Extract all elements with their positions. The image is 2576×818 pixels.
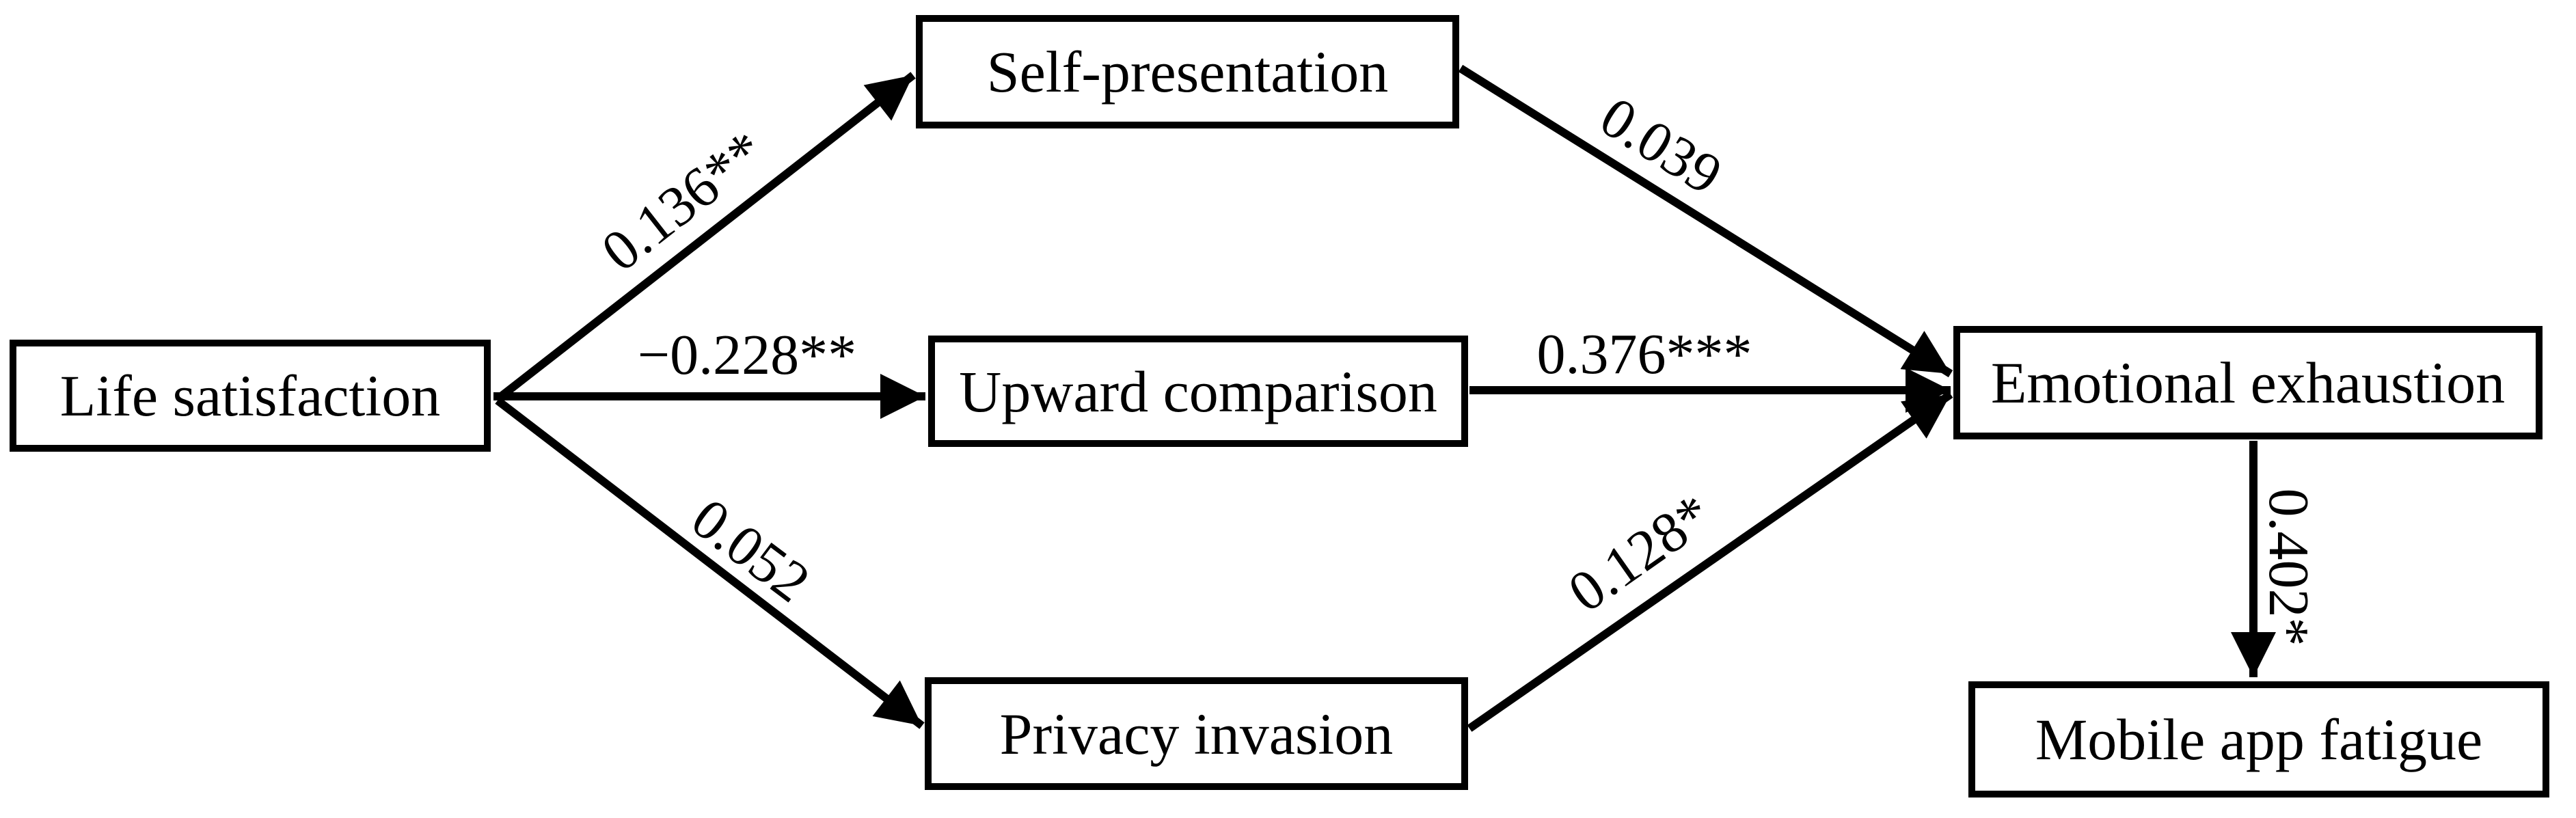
coefficient-uc-to-ee: 0.376***	[1536, 323, 1752, 386]
node-emotional-exhaustion-label: Emotional exhaustion	[1990, 350, 2506, 415]
node-self-presentation-label: Self-presentation	[986, 39, 1389, 105]
node-upward-comparison-label: Upward comparison	[959, 358, 1437, 424]
coefficient-ls-to-uc: −0.228**	[637, 323, 857, 387]
arrow-life-satisfaction-to-self-presentation	[495, 72, 916, 403]
node-emotional-exhaustion: Emotional exhaustion	[1953, 326, 2543, 439]
node-mobile-app-fatigue-label: Mobile app fatigue	[2035, 707, 2483, 772]
arrow-self-presentation-to-emotional-exhaustion	[1458, 64, 1953, 378]
node-life-satisfaction: Life satisfaction	[10, 340, 491, 452]
node-life-satisfaction-label: Life satisfaction	[59, 363, 441, 428]
node-privacy-invasion: Privacy invasion	[925, 677, 1468, 790]
arrow-privacy-invasion-to-emotional-exhaustion	[1467, 391, 1953, 732]
coefficient-ee-to-maf: 0.402*	[2257, 488, 2320, 646]
node-privacy-invasion-label: Privacy invasion	[999, 700, 1394, 767]
node-self-presentation: Self-presentation	[916, 15, 1459, 128]
arrow-life-satisfaction-to-privacy-invasion	[495, 397, 925, 729]
node-upward-comparison: Upward comparison	[928, 336, 1468, 447]
node-mobile-app-fatigue: Mobile app fatigue	[1968, 681, 2549, 797]
